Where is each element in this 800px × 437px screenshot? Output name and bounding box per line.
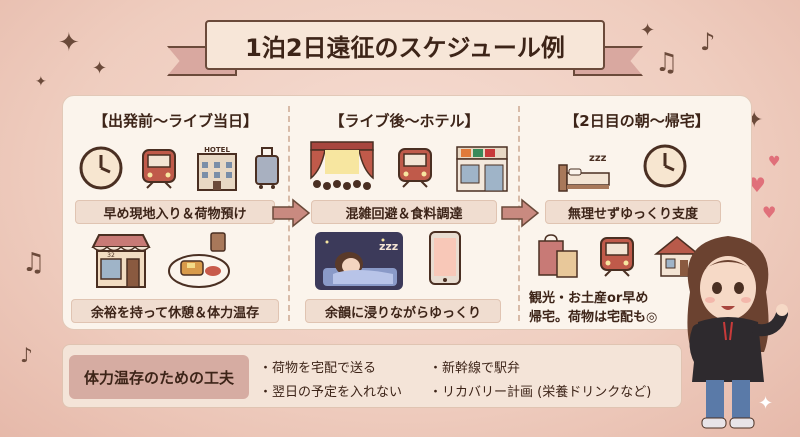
heart-icon: ♥ bbox=[748, 173, 766, 197]
music-note-icon: ♫ bbox=[22, 248, 46, 278]
hotel-sign-text: HOTEL bbox=[204, 146, 230, 154]
shopping-bags-icon bbox=[535, 232, 581, 280]
tip-item: ・翌日の予定を入れない bbox=[259, 385, 403, 400]
breakfast-icon bbox=[167, 231, 233, 291]
suitcase-icon bbox=[251, 144, 283, 192]
smartphone-icon bbox=[425, 228, 465, 288]
train-icon bbox=[135, 144, 183, 192]
column-day2: 【2日目の朝～帰宅】 zzz 無理せずゆっくり支度 観光・お土産or早め 帰宅。… bbox=[521, 96, 753, 331]
tip-item: ・新幹線で駅弁 bbox=[429, 361, 521, 376]
sleep-text: zzz bbox=[379, 240, 398, 253]
house-icon bbox=[653, 232, 701, 280]
step-label-multiline: 観光・お土産or早め 帰宅。荷物は宅配も◎ bbox=[529, 286, 659, 326]
column-after-live: 【ライブ後～ホテル】 混雑回避＆食料調達 zzz 余韻に浸りながらゆっくり bbox=[291, 96, 518, 331]
title-banner: 1泊2日遠征のスケジュール例 bbox=[167, 20, 643, 78]
girl-character-illustration bbox=[687, 236, 788, 429]
step-label: 余裕を持って休憩＆体力温存 bbox=[71, 299, 279, 323]
train-icon bbox=[391, 140, 439, 194]
sparkle-icon: ✦ bbox=[35, 74, 47, 90]
sleep-text: zzz bbox=[589, 153, 607, 164]
bed-icon: zzz bbox=[557, 142, 613, 194]
page-title: 1泊2日遠征のスケジュール例 bbox=[205, 20, 605, 70]
music-note-icon: ♫ bbox=[655, 48, 679, 78]
clock-icon bbox=[641, 142, 689, 190]
music-note-icon: ♪ bbox=[700, 28, 716, 56]
step-label: 無理せずゆっくり支度 bbox=[545, 200, 721, 224]
hotel-icon: HOTEL bbox=[193, 144, 241, 192]
cafe-icon: 32 bbox=[89, 231, 153, 291]
column-departure: 【出発前～ライブ当日】 HOTEL 早め現地入り＆荷物預け 32 bbox=[63, 96, 288, 331]
column-title: 【ライブ後～ホテル】 bbox=[329, 112, 480, 130]
sparkle-icon: ✦ bbox=[92, 58, 108, 79]
sparkle-icon: ✦ bbox=[58, 28, 80, 58]
tips-box: 体力温存のための工夫 ・荷物を宅配で送る ・新幹線で駅弁 ・翌日の予定を入れない… bbox=[62, 344, 682, 408]
step-label: 余韻に浸りながらゆっくり bbox=[305, 299, 501, 323]
arrow-right-icon bbox=[501, 198, 540, 228]
music-note-icon: ♪ bbox=[20, 343, 33, 367]
step-label: 混雑回避＆食料調達 bbox=[311, 200, 497, 224]
sparkle-icon: ✦ bbox=[758, 393, 774, 414]
train-icon bbox=[593, 232, 641, 280]
schedule-panel: 【出発前～ライブ当日】 HOTEL 早め現地入り＆荷物預け 32 bbox=[62, 95, 752, 330]
sleeping-girl-icon: zzz bbox=[313, 228, 405, 292]
arrow-right-icon bbox=[272, 198, 311, 228]
tip-item: ・荷物を宅配で送る bbox=[259, 361, 377, 376]
heart-icon: ♥ bbox=[768, 154, 781, 170]
tips-heading: 体力温存のための工夫 bbox=[69, 355, 249, 399]
clock-icon bbox=[77, 144, 125, 192]
heart-icon: ♥ bbox=[762, 203, 777, 222]
column-title: 【出発前～ライブ当日】 bbox=[92, 112, 258, 130]
tip-item: ・リカバリー計画 (栄養ドリンクなど) bbox=[429, 385, 652, 400]
step-label-line: 観光・お土産or早め bbox=[529, 291, 649, 306]
step-label: 早め現地入り＆荷物預け bbox=[75, 200, 275, 224]
cafe-sign-number: 32 bbox=[107, 252, 115, 259]
convenience-store-icon bbox=[455, 140, 509, 194]
column-title: 【2日目の朝～帰宅】 bbox=[564, 112, 710, 130]
step-label-line: 帰宅。荷物は宅配も◎ bbox=[529, 310, 658, 325]
theater-icon bbox=[309, 140, 375, 194]
sparkle-icon: ✦ bbox=[640, 20, 656, 41]
